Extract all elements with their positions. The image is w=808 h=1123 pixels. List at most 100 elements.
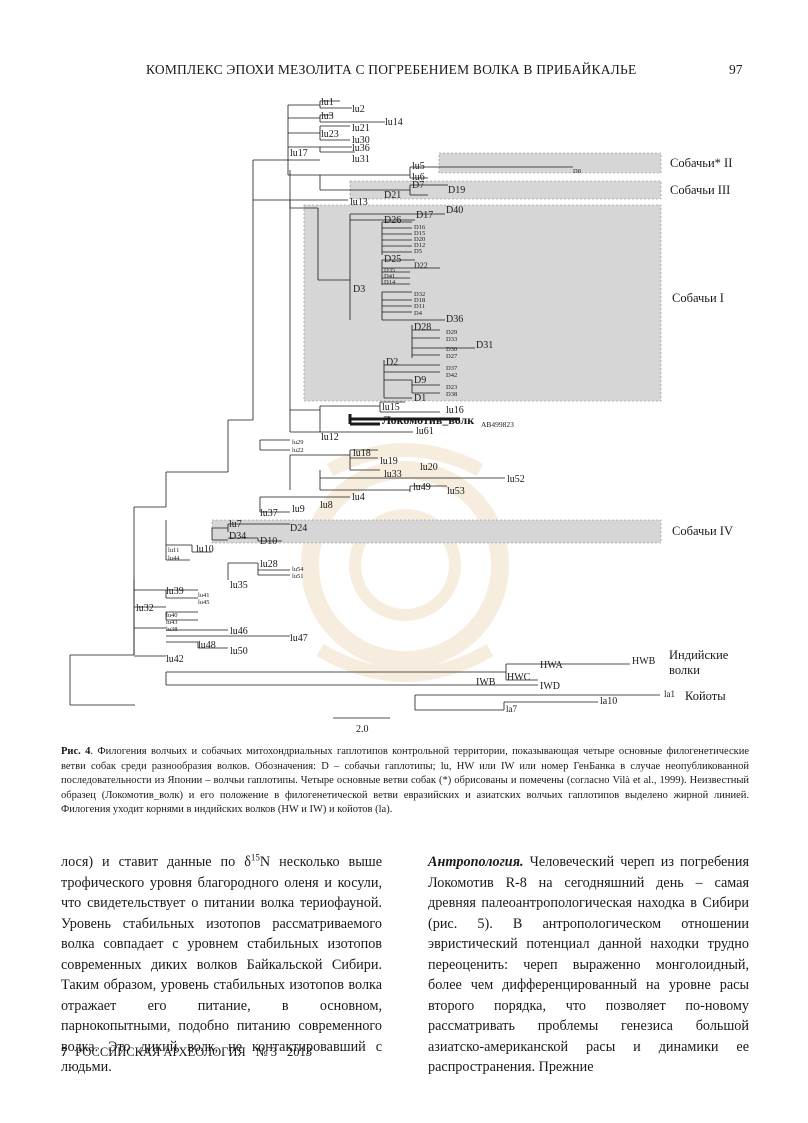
clade-label-dogs-4: Собачьи IV — [672, 524, 733, 538]
tip-label: lu28 — [260, 559, 278, 570]
tip-label: lu11 — [168, 547, 179, 554]
tip-label: lu2 — [352, 104, 365, 115]
lokomotiv-wolf-branch — [348, 414, 460, 426]
tip-label: D8 — [573, 168, 581, 175]
tip-label: D34 — [229, 531, 246, 542]
tip-label: lu31 — [352, 154, 370, 165]
tip-label: D21 — [384, 190, 401, 201]
tip-label: D17 — [416, 210, 433, 221]
tip-label: lu1 — [321, 97, 334, 108]
tip-label: lu4 — [352, 492, 365, 503]
tip-label: lu37 — [260, 508, 278, 519]
right-column-text: Антропология. Человеческий череп из погр… — [428, 852, 749, 1078]
tip-label: lu32 — [136, 603, 154, 614]
tip-label: D29 — [446, 329, 457, 336]
tip-label: lu53 — [447, 486, 465, 497]
tip-label: lu12 — [321, 432, 339, 443]
tip-label: D1 — [414, 393, 426, 404]
tip-label: D36 — [446, 314, 463, 325]
tip-label: lu8 — [320, 500, 333, 511]
tip-label: D38 — [446, 391, 457, 398]
tip-label: D41 — [384, 273, 395, 280]
tip-label: lu49 — [413, 482, 431, 493]
tip-label: lu16 — [446, 405, 464, 416]
caption-label: Рис. 4 — [61, 746, 91, 757]
tip-label: lu22 — [292, 447, 304, 454]
tip-label: la1 — [664, 689, 675, 699]
tip-label: IWB — [476, 677, 496, 688]
tip-labels: lu1lu2lu3lu14lu21lu23lu30lu36lu17lu31lu5… — [136, 97, 675, 714]
tip-label: D30 — [446, 346, 457, 353]
caption-text: . Филогения волчьих и собачьих митохондр… — [61, 746, 749, 815]
tip-label: HWC — [507, 672, 531, 683]
tip-label: lu46 — [230, 626, 248, 637]
clade-box-dogs-1 — [303, 204, 662, 402]
page-number: 97 — [729, 62, 743, 77]
tip-label: D32 — [414, 291, 425, 298]
tip-label: D15 — [414, 230, 425, 237]
tip-label: lu39 — [166, 586, 184, 597]
tip-label: lu40 — [166, 612, 178, 619]
right-column-body: Человеческий череп из погребения Локомот… — [428, 854, 749, 1075]
clade-boxes — [211, 152, 662, 544]
watermark-emblem — [301, 443, 509, 682]
tip-label: lu41 — [198, 592, 210, 599]
tip-label: lu36 — [352, 143, 370, 154]
running-header: КОМПЛЕКС ЭПОХИ МЕЗОЛИТА С ПОГРЕБЕНИЕМ ВО… — [146, 62, 637, 77]
tip-label: lu23 — [321, 129, 339, 140]
tip-label: lu30 — [352, 135, 370, 146]
footer-page-number: 7 — [61, 1045, 68, 1059]
tip-label: lu29 — [292, 439, 304, 446]
tip-label: D35 — [384, 267, 395, 274]
tip-label: D37 — [446, 365, 458, 372]
tip-label: D26 — [384, 215, 401, 226]
tip-label: lu35 — [230, 580, 248, 591]
tip-label: lu38 — [166, 626, 178, 633]
clade-label-coyotes: Койоты — [685, 689, 726, 703]
left-column-text-rest: N несколько выше трофического уровня бла… — [61, 854, 382, 1075]
tip-label: D25 — [384, 254, 401, 265]
tip-label: lu43 — [166, 619, 178, 626]
tip-label: D22 — [414, 261, 428, 270]
clade-label-dogs-3: Собачьи III — [670, 183, 730, 197]
tip-label: la10 — [600, 696, 617, 707]
accession-number: AB499823 — [481, 420, 514, 429]
tip-label: D5 — [414, 248, 422, 255]
clade-box-dogs-4 — [211, 519, 662, 544]
tip-label: lu61 — [416, 426, 434, 437]
tip-label: lu19 — [380, 456, 398, 467]
tree-branches — [69, 100, 660, 711]
clade-label-indian-wolves-2: волки — [669, 663, 700, 677]
section-heading-anthropology: Антропология. — [428, 854, 524, 870]
clade-label-dogs-1: Собачьи I — [672, 291, 724, 305]
tip-label: lu7 — [229, 519, 242, 530]
clade-label-indian-wolves-1: Индийские — [669, 648, 729, 662]
tip-label: lu13 — [350, 197, 368, 208]
tip-label: lu20 — [420, 462, 438, 473]
footer-issue: № 3 — [255, 1045, 277, 1059]
tip-label: D18 — [414, 297, 425, 304]
tip-label: D24 — [290, 523, 307, 534]
tip-label: D9 — [414, 375, 426, 386]
isotope-superscript: 15 — [250, 852, 260, 863]
left-column-text-start: лося) и ставит данные по δ — [61, 854, 251, 870]
tip-label: lu3 — [321, 111, 334, 122]
tip-label: lu45 — [198, 599, 210, 606]
tip-label: IWD — [540, 681, 560, 692]
tip-label: lu10 — [196, 544, 214, 555]
tip-label: D33 — [446, 336, 457, 343]
tip-label: lu50 — [230, 646, 248, 657]
tip-label: D10 — [260, 536, 277, 547]
scale-bar-label: 2.0 — [356, 724, 369, 735]
tip-label: lu5 — [412, 161, 425, 172]
tip-label: lu15 — [382, 402, 400, 413]
tip-label: D14 — [384, 279, 396, 286]
tip-label: D19 — [448, 185, 465, 196]
tip-label: D2 — [386, 357, 398, 368]
section-heading-text: Антропология. — [428, 854, 524, 870]
tip-label: lu42 — [166, 654, 184, 665]
tip-label: HWA — [540, 660, 564, 671]
footer-journal: РОССИЙСКАЯ АРХЕОЛОГИЯ — [75, 1045, 246, 1059]
tip-label: la7 — [506, 704, 517, 714]
